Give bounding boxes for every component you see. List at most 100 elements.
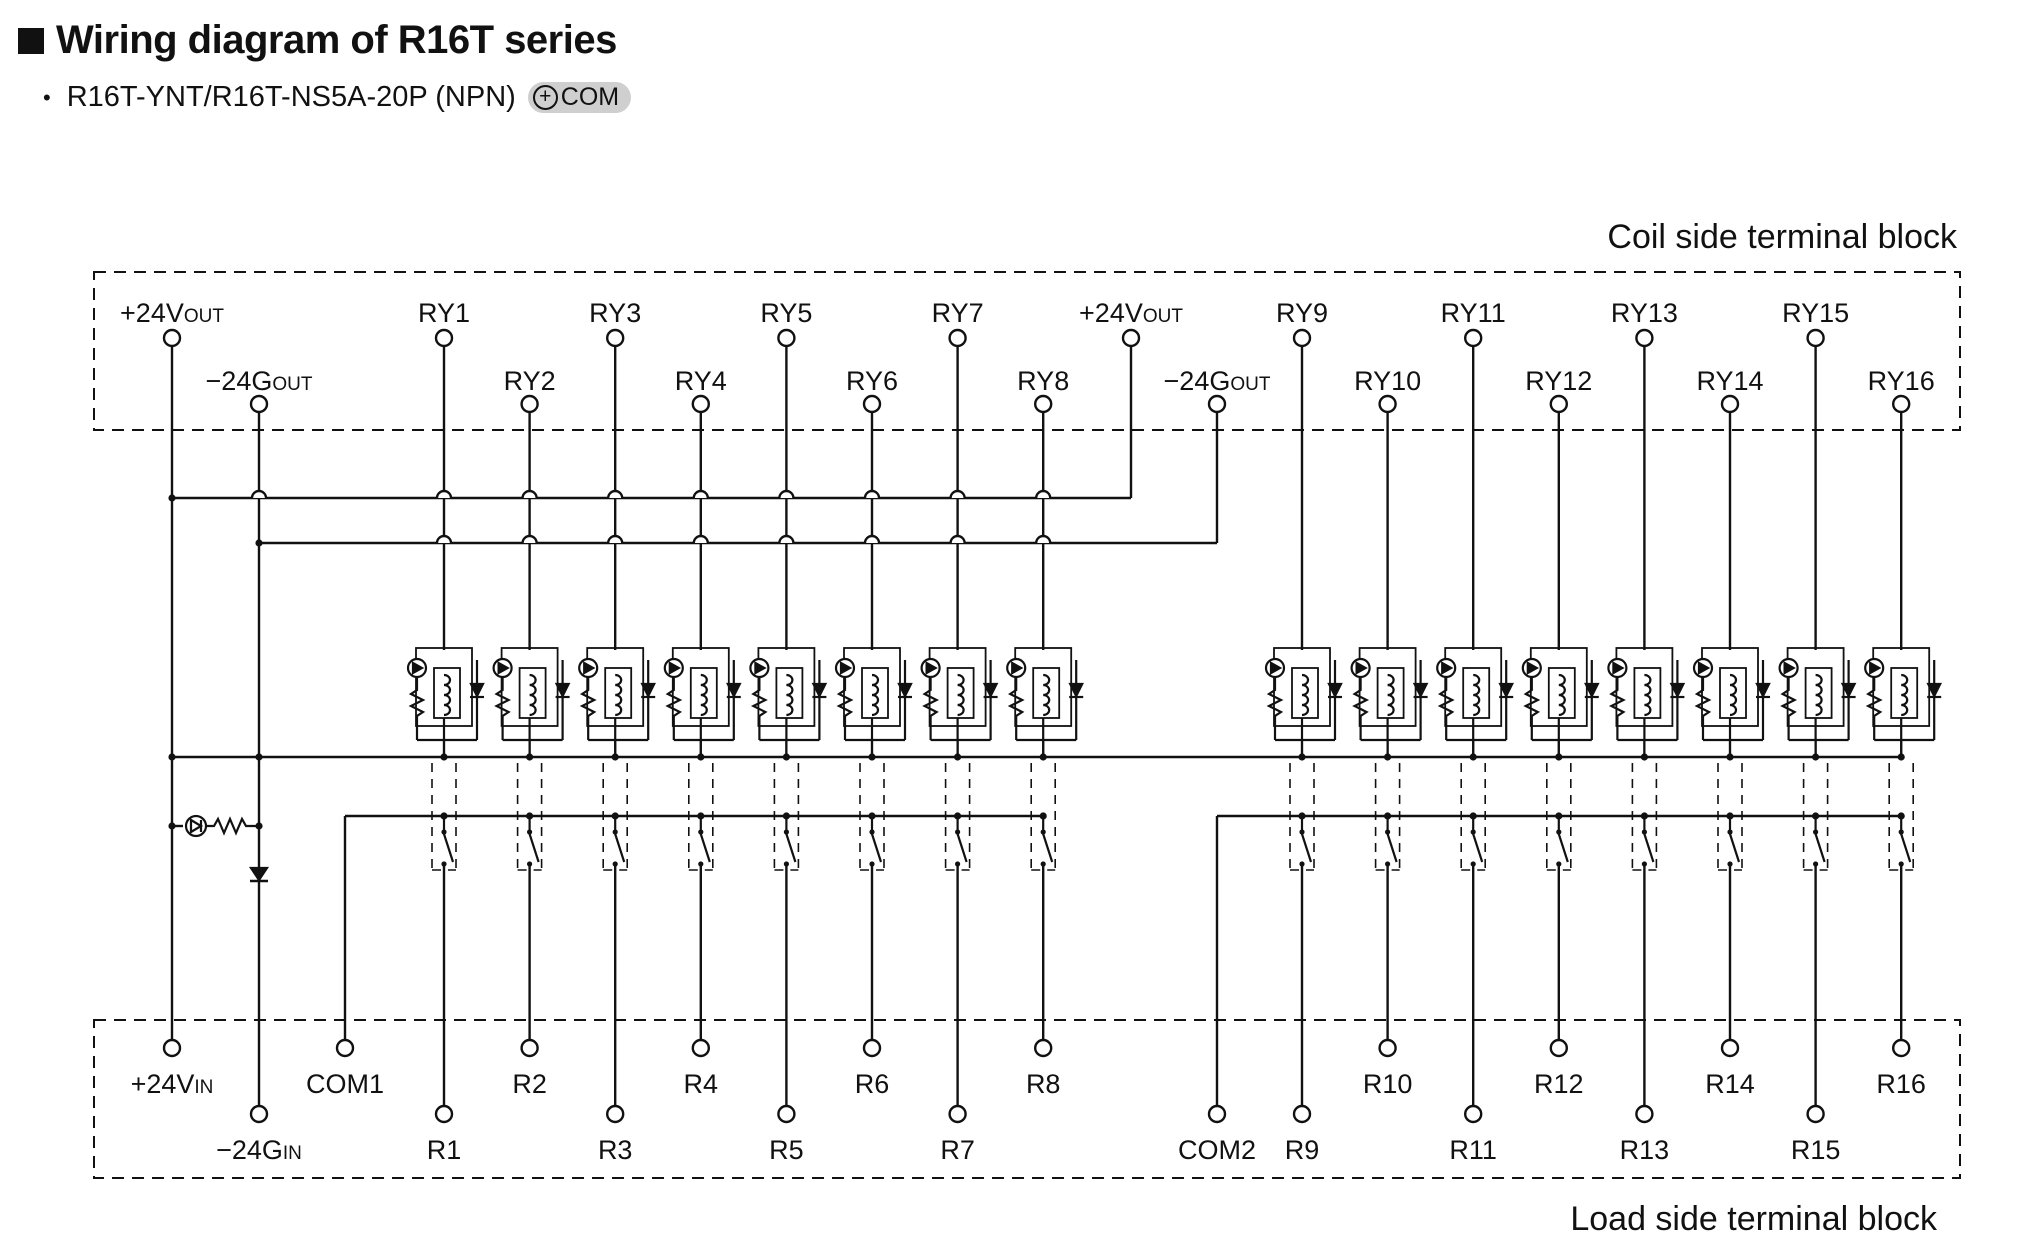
coil-terminal-ry10 [1378,394,1397,414]
relay-module-ry5 [749,647,828,757]
load-label-r9: R9 [1285,1135,1320,1165]
labels-layer: Coil side terminal block Load side termi… [120,218,1958,1238]
load-label-r10: R10 [1363,1069,1413,1099]
load-label-r3: R3 [598,1135,633,1165]
badge-label: COM [560,83,620,111]
vin-terminal [162,1038,182,1058]
relay-module-ry13 [1607,647,1686,757]
relay-contact-r7 [955,816,968,867]
load-terminal-r16 [1891,1038,1911,1058]
coil-terminal-ry6 [862,394,882,414]
coil-label-ry3: RY3 [589,298,641,328]
relay-module-ry3 [578,647,656,757]
coil-label-ry1: RY1 [418,298,470,328]
jump-gout-ry2 [521,534,538,544]
gout-rail-jump [250,489,268,499]
coil-terminal-ry9 [1292,328,1312,348]
jump-gout-ry6 [863,534,881,544]
relay-contact-r10 [1385,816,1398,867]
gout-junction-dot [255,539,263,547]
load-label-r7: R7 [940,1135,975,1165]
com2-label: COM2 [1178,1135,1256,1165]
load-terminal-r4 [691,1038,710,1058]
wires-layer [168,346,1914,1106]
relay-module-ry12 [1521,647,1600,757]
coil-terminal-ry15 [1806,328,1825,348]
load-terminal-r9 [1292,1104,1312,1124]
coil-terminal-ry7 [948,328,967,348]
coil-label-ry7: RY7 [932,298,984,328]
com1-label: COM1 [306,1069,384,1099]
jump-vout-ry1 [435,489,453,499]
vout-terminal-2 [1121,328,1141,348]
coil-label-ry12: RY12 [1525,366,1592,396]
coil-terminal-ry1 [434,328,454,348]
load-label-r4: R4 [684,1069,719,1099]
coil-bus-junction-dot [168,753,176,761]
coil-terminal-ry12 [1549,394,1569,414]
jump-vout-ry5 [778,489,795,499]
load-terminal-r12 [1549,1038,1569,1058]
load-label-r2: R2 [512,1069,547,1099]
load-terminal-r15 [1806,1104,1825,1124]
plus-com-badge: + COM [527,82,632,113]
relay-module-ry14 [1692,647,1771,757]
load-terminal-r2 [520,1038,539,1058]
load-block-label: Load side terminal block [1570,1200,1938,1238]
relay-module-ry2 [492,647,571,757]
jump-vout-ry6 [863,489,881,499]
load-label-r14: R14 [1705,1069,1755,1099]
relay-contact-r13 [1641,816,1655,867]
jump-vout-ry4 [692,489,709,499]
model-name: R16T-YNT/R16T-NS5A-20P (NPN) [66,81,516,113]
coil-terminal-ry2 [520,394,539,414]
coil-terminal-ry4 [691,394,710,414]
coil-terminal-ry13 [1635,328,1654,348]
load-terminal-r6 [862,1038,882,1058]
coil-label-ry11: RY11 [1441,298,1506,328]
relay-contact-r8 [1040,816,1054,867]
load-label-r13: R13 [1620,1135,1670,1165]
load-label-r6: R6 [855,1069,890,1099]
relay-contact-r2 [527,816,540,867]
coil-label-ry16: RY16 [1868,366,1935,396]
coil-terminal-block-border [93,271,1961,431]
power-led-junction-dot [168,822,176,830]
coil-label-ry13: RY13 [1611,298,1678,328]
gin-label: −24GIN [216,1135,302,1165]
relay-contact-r6 [869,816,883,867]
load-terminal-r8 [1033,1038,1053,1058]
bullet-icon: • [43,84,51,110]
load-label-r1: R1 [427,1135,462,1165]
load-label-r15: R15 [1791,1135,1841,1165]
vout-terminal-1 [162,328,182,348]
coil-terminal-ry5 [777,328,796,348]
relay-contact-r15 [1813,816,1826,867]
gout-label-2: −24GOUT [1164,366,1271,396]
jump-vout-ry3 [607,489,624,499]
relay-module-ry6 [834,647,913,757]
load-terminal-r1 [434,1104,454,1124]
relay-contact-r3 [612,816,626,867]
relay-module-ry16 [1864,647,1942,757]
coil-terminal-ry8 [1033,394,1053,414]
coil-bus-gnd-junction-dot [255,753,263,761]
relay-module-ry15 [1778,647,1857,757]
model-subtitle: • R16T-YNT/R16T-NS5A-20P (NPN) + COM [43,81,632,114]
page-title: Wiring diagram of R16T series [18,18,631,63]
load-terminal-r13 [1635,1104,1654,1124]
components-layer [184,647,1942,882]
load-terminal-r10 [1378,1038,1397,1058]
jump-gout-ry4 [692,534,709,544]
relay-module-ry11 [1436,647,1514,757]
coil-label-ry2: RY2 [504,366,556,396]
jump-vout-ry8 [1035,489,1052,499]
relay-contact-r11 [1470,816,1484,867]
load-terminal-r5 [777,1104,796,1124]
relay-contact-r12 [1556,816,1569,867]
plus-circle-icon: + [532,85,558,110]
coil-label-ry4: RY4 [675,366,727,396]
load-terminal-r3 [606,1104,625,1124]
load-terminal-block-border [93,1019,1961,1179]
